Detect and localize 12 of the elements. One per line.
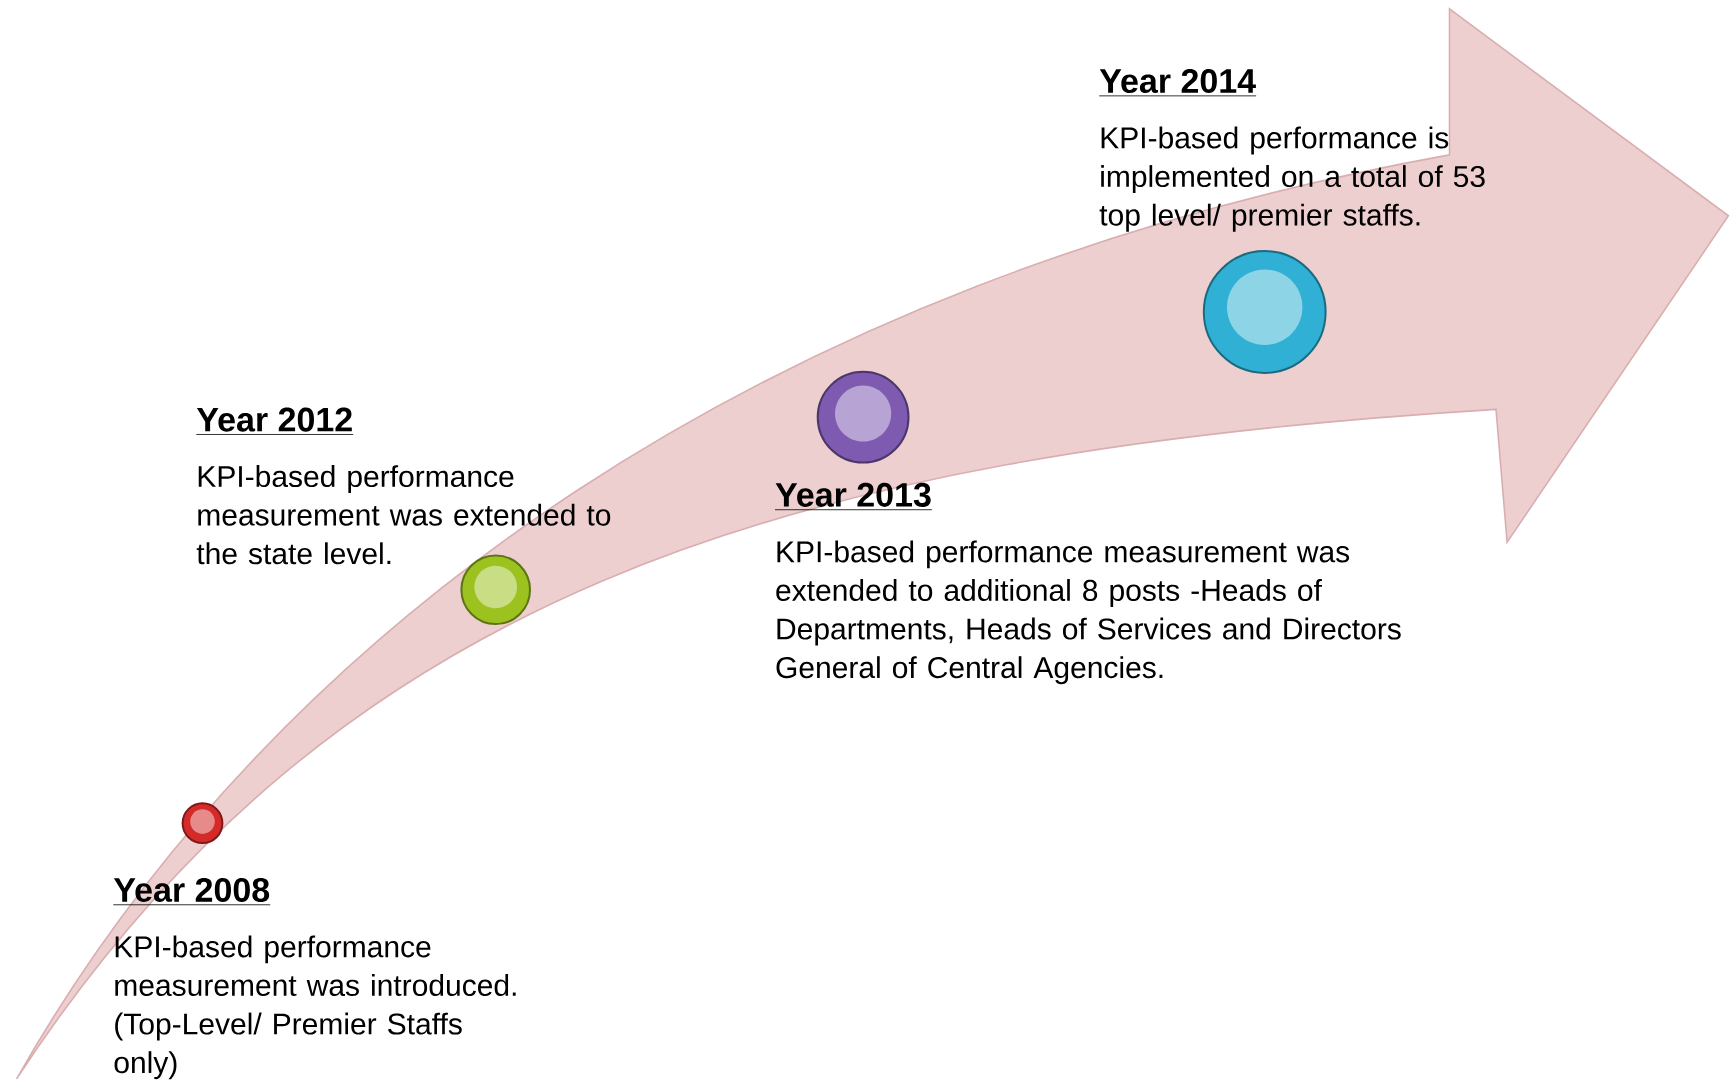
milestone-text: KPI-based performance measurement was extended to additional 8 posts -Heads of Departments, Heads of Services and Directors General of Central Agencies.	[776, 540, 1401, 685]
timeline-dot	[181, 802, 224, 845]
timeline-dot	[460, 554, 531, 626]
milestone-text: KPI-based performance measurement was extended to the state level.	[196, 465, 611, 565]
milestone-text: KPI-based performance is implemented on a total of 53 top level/ premier staffs.	[1099, 126, 1485, 232]
year-heading: Year 2012	[195, 407, 354, 435]
timeline-dot	[816, 370, 910, 464]
year-heading: Year 2014	[1098, 69, 1257, 97]
timeline-dot	[1202, 250, 1327, 374]
year-heading: Year 2008	[112, 877, 271, 906]
year-heading: Year 2013	[774, 482, 933, 511]
milestone-text: KPI-based performance measurement was introduced. (Top-Level/ Premier Staffs only)	[114, 935, 516, 1080]
